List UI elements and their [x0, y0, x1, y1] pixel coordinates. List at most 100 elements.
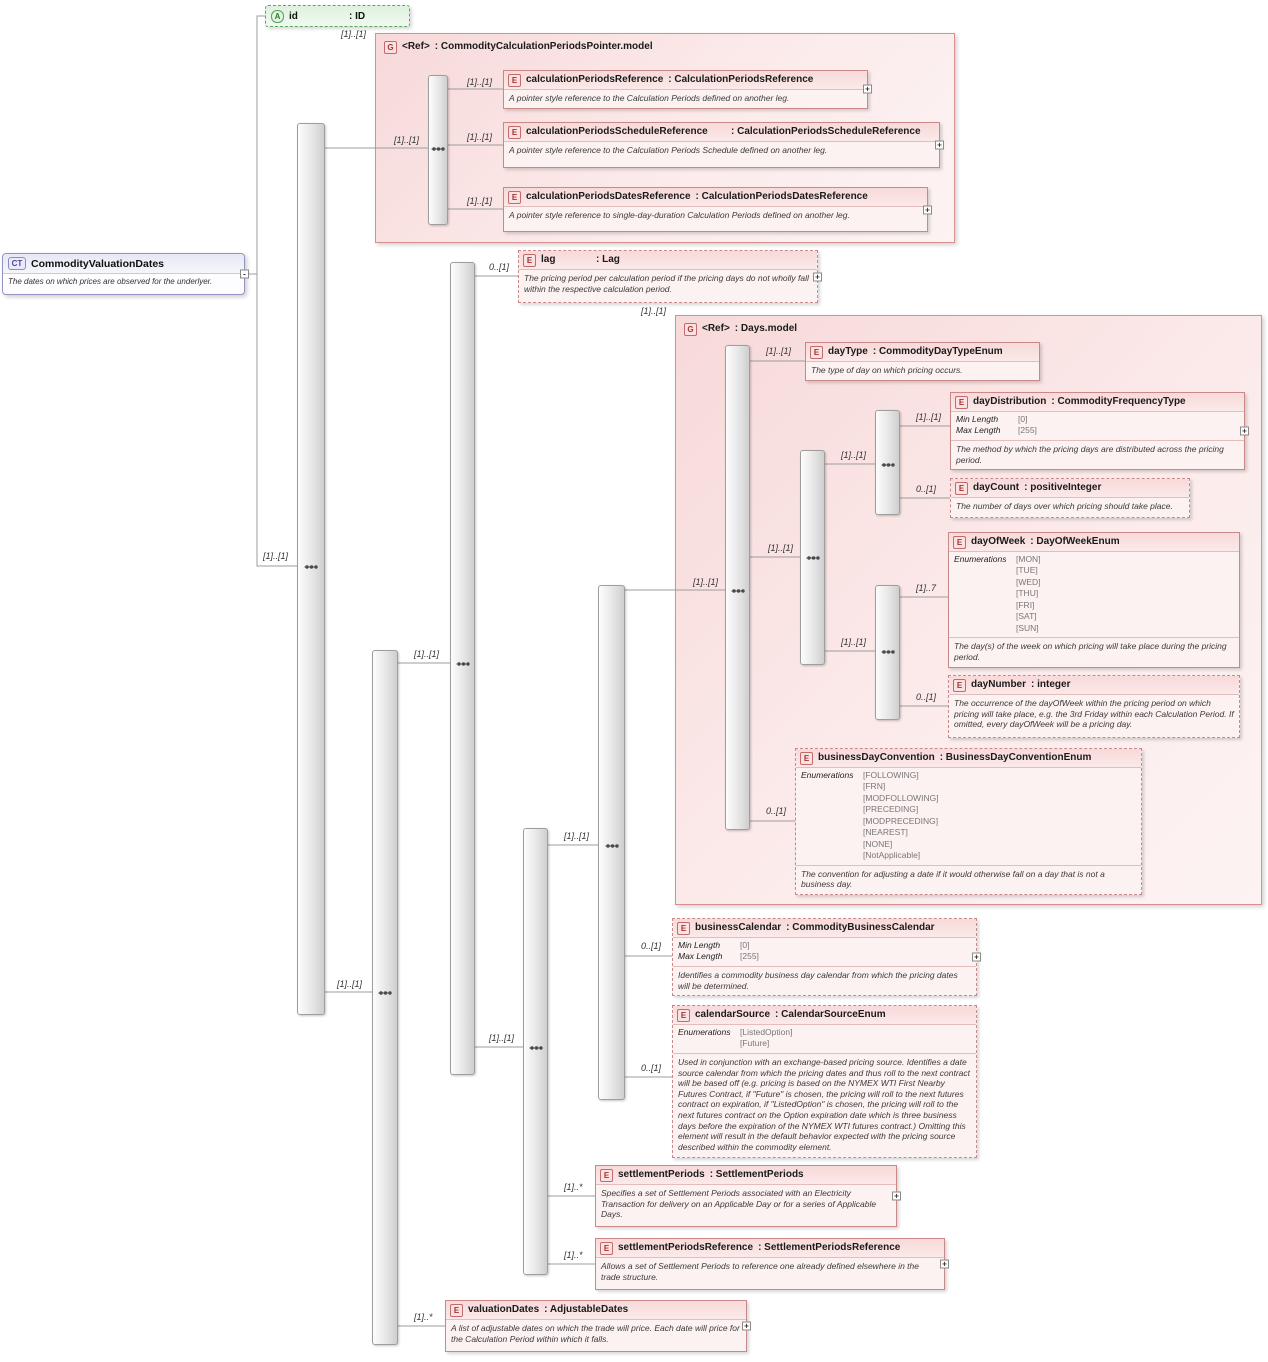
expand-icon[interactable]: +	[813, 272, 822, 281]
element-type: : CommodityBusinessCalendar	[786, 922, 935, 933]
choice-icon	[431, 147, 445, 151]
element-day-number-box[interactable]: E dayNumber : integer The occurrence of …	[948, 675, 1240, 738]
element-name: businessCalendar	[695, 922, 782, 933]
facet-label: Min Length	[956, 414, 999, 424]
sequence-bar-5	[598, 585, 625, 1100]
cardinality-label: [1]..[1]	[467, 132, 493, 142]
element-name: calculationPeriodsReference	[526, 74, 664, 85]
facet-value: [0]	[1018, 414, 1028, 424]
expand-icon[interactable]: +	[935, 140, 944, 150]
cardinality-label: [1]..[1]	[766, 346, 792, 356]
cardinality-label: [1]..[1]	[841, 637, 867, 647]
element-header: E businessCalendar : CommodityBusinessCa…	[673, 919, 976, 938]
element-day-type-box[interactable]: E dayType : CommodityDayTypeEnum The typ…	[805, 342, 1040, 381]
element-name: settlementPeriods	[618, 1169, 705, 1180]
sequence-icon	[529, 1046, 543, 1050]
sequence-icon	[378, 991, 392, 995]
cardinality-label: 0..[1]	[489, 262, 510, 272]
element-doc: The convention for adjusting a date if i…	[801, 868, 1105, 890]
attribute-name: id	[289, 10, 298, 22]
group-header: G <Ref> : CommodityCalculationPeriodsPoi…	[376, 34, 954, 56]
element-day-of-week-box[interactable]: E dayOfWeek : DayOfWeekEnum Enumerations…	[948, 532, 1240, 668]
group-type: : Days.model	[734, 323, 798, 334]
expand-icon[interactable]: +	[892, 1191, 901, 1201]
element-settlement-periods-reference-box[interactable]: E settlementPeriodsReference : Settlemen…	[595, 1238, 949, 1290]
group-name: <Ref>	[402, 41, 430, 52]
element-calendar-source-box[interactable]: E calendarSource : CalendarSourceEnum En…	[672, 1005, 977, 1158]
attribute-id-box[interactable]: A id : ID	[265, 5, 410, 27]
expand-icon[interactable]: +	[972, 952, 981, 962]
element-day-count-box[interactable]: E dayCount : positiveInteger The number …	[950, 478, 1190, 518]
choice-bar-pointer	[428, 75, 448, 225]
cardinality-label: [1]..[1]	[337, 979, 363, 989]
expand-icon[interactable]: +	[1240, 426, 1249, 436]
element-name: calendarSource	[695, 1009, 771, 1020]
element-type: : CalculationPeriodsReference	[668, 74, 814, 85]
element-lag-box[interactable]: E lag : Lag The pricing period per calcu…	[518, 250, 822, 303]
element-badge-icon: E	[953, 536, 966, 549]
element-header: E dayDistribution : CommodityFrequencyTy…	[951, 393, 1244, 412]
element-doc: Allows a set of Settlement Periods to re…	[601, 1261, 919, 1282]
element-name: lag	[541, 254, 556, 265]
facet-value: [255]	[740, 951, 759, 962]
facet-enum-values: [ListedOption] [Future]	[740, 1027, 793, 1049]
cardinality-label: 0..[1]	[641, 1063, 662, 1073]
element-type: : integer	[1031, 679, 1071, 690]
element-business-calendar-box[interactable]: E businessCalendar : CommodityBusinessCa…	[672, 918, 981, 997]
cardinality-label: [1]..[1]	[564, 831, 590, 841]
cardinality-label: 0..[1]	[916, 692, 937, 702]
expand-icon[interactable]: +	[742, 1321, 751, 1331]
element-day-distribution-box[interactable]: E dayDistribution : CommodityFrequencyTy…	[950, 392, 1249, 471]
complex-type-box: CT CommodityValuationDates The dates on …	[2, 253, 249, 295]
cardinality-label: [1]..*	[564, 1250, 583, 1260]
cardinality-label: [1]..[1]	[916, 412, 942, 422]
sequence-icon	[881, 650, 895, 654]
element-doc: The day(s) of the week on which pricing …	[954, 641, 1227, 662]
element-valuation-dates-box[interactable]: E valuationDates : AdjustableDates A lis…	[445, 1300, 751, 1352]
element-name: calculationPeriodsDatesReference	[526, 191, 691, 202]
element-calculation-periods-schedule-reference-box[interactable]: E calculationPeriodsScheduleReference : …	[503, 122, 944, 168]
group-badge-icon: G	[684, 323, 697, 336]
sequence-icon	[605, 844, 619, 848]
element-type: : CalculationPeriodsDatesReference	[695, 191, 868, 202]
complex-type-doc: The dates on which prices are observed f…	[8, 277, 213, 286]
cardinality-label: 0..[1]	[641, 941, 662, 951]
element-type: : CalculationPeriodsScheduleReference	[731, 126, 921, 137]
expand-icon[interactable]: +	[923, 205, 932, 214]
group-header: G <Ref> : Days.model	[676, 316, 1261, 338]
element-doc: A list of adjustable dates on which the …	[451, 1323, 740, 1344]
element-header: E calculationPeriodsDatesReference : Cal…	[504, 188, 927, 207]
group-type: : CommodityCalculationPeriodsPointer.mod…	[434, 41, 653, 52]
element-calculation-periods-reference-box[interactable]: E calculationPeriodsReference : Calculat…	[503, 70, 872, 109]
facet-value: [0]	[740, 940, 750, 950]
sequence-bar-2	[372, 650, 398, 1345]
element-doc: Identifies a commodity business day cale…	[678, 969, 958, 991]
element-type: : positiveInteger	[1024, 482, 1102, 493]
element-type: : CommodityFrequencyType	[1051, 396, 1186, 407]
attribute-badge-icon: A	[271, 9, 284, 23]
element-doc: The pricing period per calculation perio…	[524, 273, 809, 294]
element-calculation-periods-dates-reference-box[interactable]: E calculationPeriodsDatesReference : Cal…	[503, 187, 932, 232]
cardinality-label: [1]..7	[916, 583, 937, 593]
collapse-icon[interactable]: -	[240, 269, 249, 279]
element-badge-icon: E	[955, 396, 968, 409]
element-header: E calculationPeriodsScheduleReference : …	[504, 123, 939, 142]
choice-icon	[806, 556, 820, 560]
element-badge-icon: E	[508, 126, 521, 139]
facet-enum-values: [MON] [TUE] [WED] [THU] [FRI] [SAT] [SUN…	[1016, 554, 1041, 633]
element-business-day-convention-box[interactable]: E businessDayConvention : BusinessDayCon…	[795, 748, 1142, 895]
element-name: settlementPeriodsReference	[618, 1242, 754, 1253]
facet-label: Enumerations	[678, 1027, 731, 1037]
element-type: : BusinessDayConventionEnum	[939, 752, 1092, 763]
element-facets: Min Length [0] Max Length [255]	[673, 938, 976, 967]
facet-label: Enumerations	[954, 554, 1007, 564]
cardinality-label: 0..[1]	[766, 806, 787, 816]
expand-icon[interactable]: +	[863, 84, 872, 94]
complex-type-header: CT CommodityValuationDates	[3, 254, 244, 274]
expand-icon[interactable]: +	[940, 1259, 949, 1269]
element-settlement-periods-box[interactable]: E settlementPeriods : SettlementPeriods …	[595, 1165, 901, 1227]
element-header: E lag : Lag	[519, 251, 817, 270]
cardinality-label: [1]..[1]	[693, 577, 719, 587]
element-facets: Enumerations [FOLLOWING] [FRN] [MODFOLLO…	[796, 768, 1141, 866]
